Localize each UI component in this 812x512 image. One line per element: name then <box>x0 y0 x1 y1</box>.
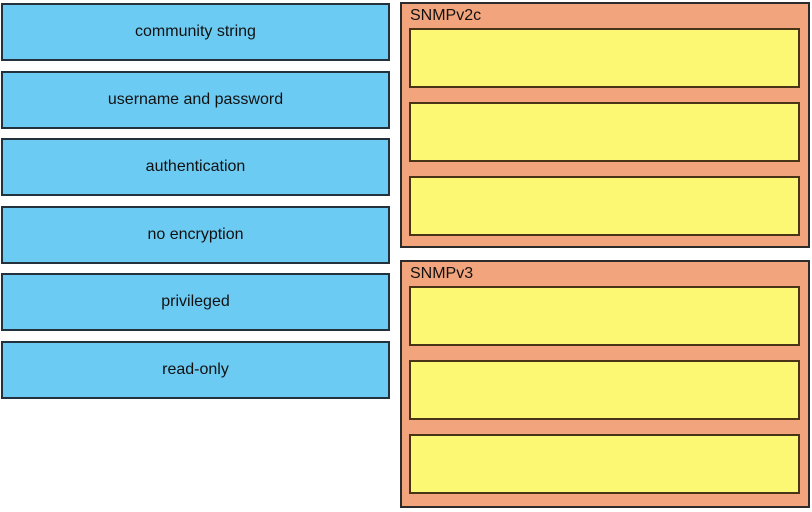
token-no-encryption[interactable]: no encryption <box>1 206 390 264</box>
snmpv2c-drop-slot-1[interactable] <box>409 28 800 88</box>
snmpv3-drop-slot-3[interactable] <box>409 434 800 494</box>
token-read-only[interactable]: read-only <box>1 341 390 399</box>
snmpv2c-group: SNMPv2c <box>400 2 810 248</box>
snmpv3-group: SNMPv3 <box>400 260 810 508</box>
token-authentication[interactable]: authentication <box>1 138 390 196</box>
snmpv2c-drop-slot-2[interactable] <box>409 102 800 162</box>
token-community-string[interactable]: community string <box>1 3 390 61</box>
snmpv2c-group-title: SNMPv2c <box>410 7 482 24</box>
token-privileged[interactable]: privileged <box>1 273 390 331</box>
snmpv2c-drop-slot-3[interactable] <box>409 176 800 236</box>
snmpv3-group-title: SNMPv3 <box>410 265 474 282</box>
snmpv3-drop-slot-1[interactable] <box>409 286 800 346</box>
token-username-and-password[interactable]: username and password <box>1 71 390 129</box>
snmpv3-drop-slot-2[interactable] <box>409 360 800 420</box>
